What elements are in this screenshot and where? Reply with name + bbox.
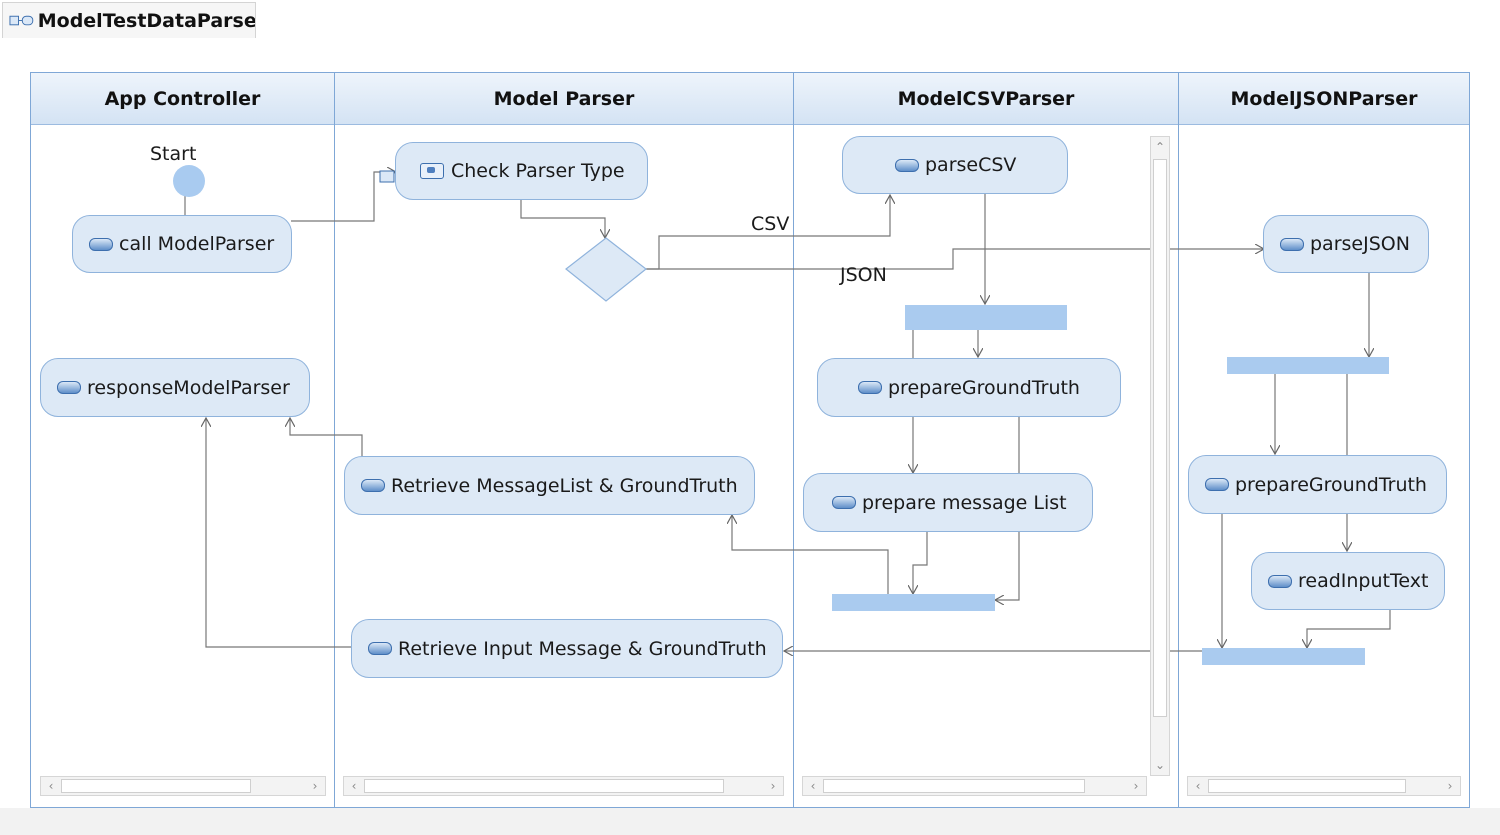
lane-app-controller[interactable]: App Controller xyxy=(31,73,334,125)
action-label: parseJSON xyxy=(1310,233,1410,255)
action-read-input-text[interactable]: readInputText xyxy=(1251,552,1445,610)
lane-divider xyxy=(1178,73,1179,807)
scroll-thumb[interactable] xyxy=(1153,159,1167,717)
lane-divider xyxy=(793,73,794,807)
scroll-thumb[interactable] xyxy=(364,779,724,793)
fork-bar-csv[interactable] xyxy=(905,305,1067,330)
tab-title: ModelTestDataParser xyxy=(37,9,255,32)
edge-label-json: JSON xyxy=(840,264,887,286)
action-label: Check Parser Type xyxy=(451,160,625,182)
action-pill-icon xyxy=(858,381,882,394)
lane-model-csv-parser[interactable]: ModelCSVParser xyxy=(794,73,1178,125)
join-bar-json[interactable] xyxy=(1202,648,1365,665)
join-bar-csv[interactable] xyxy=(832,594,995,611)
action-call-modelparser[interactable]: call ModelParser xyxy=(72,215,292,273)
scroll-right-icon[interactable]: › xyxy=(1133,779,1139,793)
scroll-left-icon[interactable]: ‹ xyxy=(48,779,54,793)
action-retrieve-message-list[interactable]: Retrieve MessageList & GroundTruth xyxy=(344,456,755,515)
action-prepare-ground-truth-csv[interactable]: prepareGroundTruth xyxy=(817,358,1121,417)
scroll-right-icon[interactable]: › xyxy=(312,779,318,793)
scroll-down-icon[interactable]: ⌄ xyxy=(1154,758,1166,772)
csv-lane-horizontal-scrollbar[interactable]: ‹ › xyxy=(802,776,1147,796)
scroll-thumb[interactable] xyxy=(1208,779,1406,793)
action-prepare-message-list[interactable]: prepare message List xyxy=(803,473,1093,532)
fork-bar-json[interactable] xyxy=(1227,357,1389,374)
diagram-canvas xyxy=(30,72,1470,808)
scroll-thumb[interactable] xyxy=(61,779,251,793)
action-label: prepareGroundTruth xyxy=(1235,473,1427,496)
scroll-left-icon[interactable]: ‹ xyxy=(351,779,357,793)
action-response-modelparser[interactable]: responseModelParser xyxy=(40,358,310,417)
initial-node[interactable] xyxy=(173,165,205,197)
action-label: call ModelParser xyxy=(119,233,275,255)
lane-model-json-parser[interactable]: ModelJSONParser xyxy=(1179,73,1469,125)
action-pill-icon xyxy=(895,158,919,172)
activity-diagram-icon xyxy=(9,15,34,25)
scroll-left-icon[interactable]: ‹ xyxy=(810,779,816,793)
lane-model-parser[interactable]: Model Parser xyxy=(335,73,793,125)
status-strip xyxy=(0,808,1500,835)
model-parser-horizontal-scrollbar[interactable]: ‹ › xyxy=(343,776,784,796)
action-prepare-ground-truth-json[interactable]: prepareGroundTruth xyxy=(1188,455,1447,514)
json-lane-horizontal-scrollbar[interactable]: ‹ › xyxy=(1187,776,1461,796)
action-pill-icon xyxy=(1268,574,1292,588)
action-label: prepare message List xyxy=(862,491,1067,514)
scroll-right-icon[interactable]: › xyxy=(770,779,776,793)
scroll-left-icon[interactable]: ‹ xyxy=(1195,779,1201,793)
action-pill-icon xyxy=(832,496,856,509)
edge-label-csv: CSV xyxy=(751,213,790,235)
call-behavior-icon xyxy=(420,163,444,179)
action-pill-icon xyxy=(57,381,81,394)
action-label: responseModelParser xyxy=(87,376,290,399)
action-pill-icon xyxy=(1280,237,1304,251)
scroll-up-icon[interactable]: ⌃ xyxy=(1154,140,1166,154)
action-pill-icon xyxy=(361,479,385,492)
lane-divider xyxy=(334,73,335,807)
action-retrieve-input-message[interactable]: Retrieve Input Message & GroundTruth xyxy=(351,619,783,678)
action-pill-icon xyxy=(1205,478,1229,491)
action-label: prepareGroundTruth xyxy=(888,376,1080,399)
action-pill-icon xyxy=(89,237,113,251)
action-label: readInputText xyxy=(1298,570,1429,592)
editor-tab[interactable]: ModelTestDataParser xyxy=(2,2,256,38)
action-parse-csv[interactable]: parseCSV xyxy=(842,136,1068,194)
scroll-right-icon[interactable]: › xyxy=(1447,779,1453,793)
app-controller-horizontal-scrollbar[interactable]: ‹ › xyxy=(40,776,326,796)
action-parse-json[interactable]: parseJSON xyxy=(1263,215,1429,273)
action-label: parseCSV xyxy=(925,154,1017,176)
action-pill-icon xyxy=(368,642,392,655)
action-label: Retrieve Input Message & GroundTruth xyxy=(398,637,767,660)
start-label: Start xyxy=(150,143,197,165)
action-label: Retrieve MessageList & GroundTruth xyxy=(391,474,738,497)
action-check-parser-type[interactable]: Check Parser Type xyxy=(395,142,648,200)
scroll-thumb[interactable] xyxy=(823,779,1085,793)
csv-lane-vertical-scrollbar[interactable]: ⌃ ⌄ xyxy=(1150,136,1170,776)
